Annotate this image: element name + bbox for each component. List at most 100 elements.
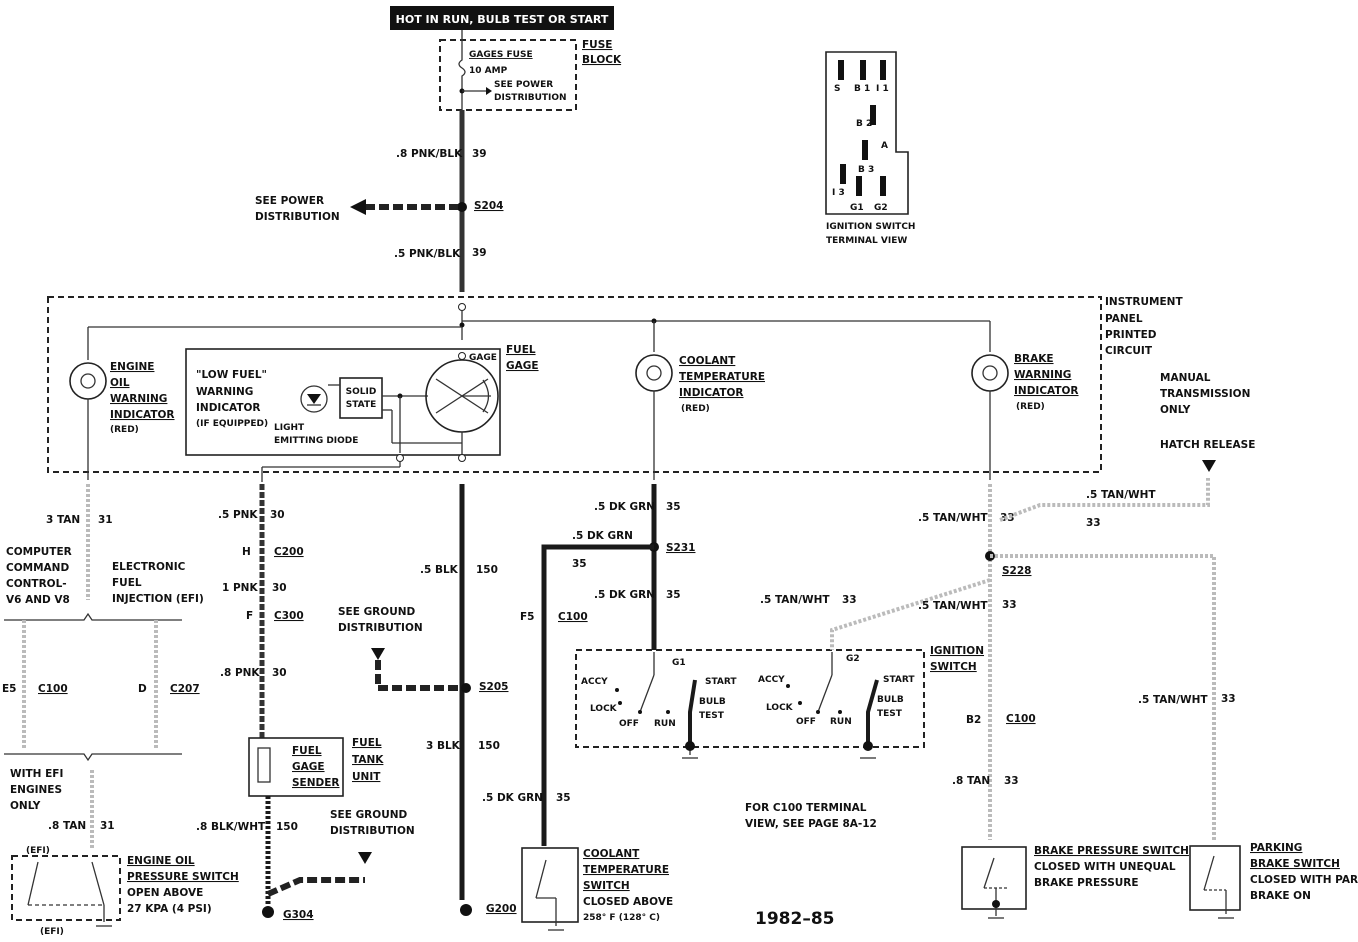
c100-note-l1: FOR C100 TERMINAL — [745, 802, 867, 814]
power-dist-2: DISTRIBUTION — [255, 211, 340, 223]
efi-t1: (EFI) — [26, 846, 50, 856]
term-g1: G1 — [850, 203, 864, 213]
brake-pressure-switch-box — [961, 846, 1027, 910]
gnd1-l1: SEE GROUND — [338, 606, 416, 618]
splice-s204 — [457, 202, 467, 212]
brake-ind-l1: BRAKE — [1014, 353, 1054, 365]
hatch-arrow-icon — [1202, 460, 1216, 472]
wire-33b-num: 33 — [1086, 517, 1101, 529]
power-dist-1: SEE POWER — [255, 195, 324, 207]
low-fuel-l1: "LOW FUEL" — [196, 369, 267, 381]
wire-33e-label: .5 TAN/WHT — [1138, 694, 1208, 706]
park-sw-l4: BRAKE ON — [1250, 890, 1311, 902]
term-view-l1: IGNITION SWITCH — [826, 222, 915, 232]
panel-l3: PRINTED — [1105, 329, 1157, 341]
wire-150a-num: 150 — [476, 564, 498, 576]
wire-30b-num: 30 — [272, 582, 287, 594]
wire-35b-label: .5 DK GRN — [572, 530, 633, 542]
ign-accy1: ACCY — [581, 677, 608, 687]
s228-label: S228 — [1002, 565, 1031, 577]
ign-off2: OFF — [796, 717, 816, 727]
cool-sw-l4: CLOSED ABOVE — [583, 896, 673, 908]
ground-g200 — [460, 904, 472, 916]
wire-35c-label: .5 DK GRN — [594, 589, 655, 601]
splice-s205 — [461, 683, 471, 693]
park-sw-l1: PARKING — [1250, 842, 1302, 854]
ign-bulb2: BULB — [877, 695, 904, 705]
wire-33f-num: 33 — [1004, 775, 1019, 787]
term-i1: I 1 — [876, 84, 889, 94]
wire-35d-label: .5 DK GRN — [482, 792, 543, 804]
park-sw-l3: CLOSED WITH PARK — [1250, 874, 1358, 886]
wire-30a-label: .5 PNK — [218, 509, 258, 521]
s204-label: S204 — [474, 200, 503, 212]
c200-label: C200 — [274, 546, 304, 558]
wire-31b-num: 31 — [100, 820, 115, 832]
power-arrow-icon — [350, 199, 366, 215]
cool-ind-l1: COOLANT — [679, 355, 736, 367]
fuel-gage-l2: GAGE — [506, 360, 539, 372]
s231-label: S231 — [666, 542, 695, 554]
panel-l1: INSTRUMENT — [1105, 296, 1183, 308]
sender-l2: GAGE — [292, 761, 325, 773]
wire-35a-label: .5 DK GRN — [594, 501, 655, 513]
ign-g1: G1 — [672, 658, 686, 668]
term-b3: B 3 — [858, 165, 874, 175]
term-g2: G2 — [874, 203, 888, 213]
ign-lock1: LOCK — [590, 704, 618, 714]
wire-39b-label: .5 PNK/BLK — [394, 248, 461, 260]
cool-sw-l1: COOLANT — [583, 848, 640, 860]
wire-39a-num: 39 — [472, 148, 487, 160]
cool-sw-l5: 258° F (128° C) — [583, 913, 660, 923]
c100b-label: C100 — [1006, 713, 1036, 725]
panel-l2: PANEL — [1105, 313, 1143, 325]
instrument-panel-box — [47, 296, 1102, 473]
oil-sw-l2: PRESSURE SWITCH — [127, 871, 239, 883]
g200-label: G200 — [486, 903, 517, 915]
oil-ind-l4: INDICATOR — [110, 409, 175, 421]
oil-lamp-icon — [69, 362, 107, 400]
wire-33d-label: .5 TAN/WHT — [918, 600, 988, 612]
wire-150c-num: 150 — [276, 821, 298, 833]
brake-ind-l3: INDICATOR — [1014, 385, 1079, 397]
park-sw-l2: BRAKE SWITCH — [1250, 858, 1340, 870]
term-s: S — [834, 84, 840, 94]
efi-l3: INJECTION (EFI) — [112, 593, 204, 605]
low-fuel-l2: WARNING — [196, 386, 253, 398]
brake-sw-l2: CLOSED WITH UNEQUAL — [1034, 861, 1176, 873]
ccc-l4: V6 AND V8 — [6, 594, 70, 606]
wire-33d-num: 33 — [1002, 599, 1017, 611]
fuse-amp: 10 AMP — [469, 66, 508, 76]
wire-31b-label: .8 TAN — [48, 820, 86, 832]
ign-l1: IGNITION — [930, 645, 984, 657]
wire-31a-label: 3 TAN — [46, 514, 80, 526]
year-label: 1982–85 — [755, 909, 834, 929]
c207-pin: D — [138, 683, 147, 695]
efi-only-l2: ENGINES — [10, 784, 62, 796]
manual-l3: ONLY — [1160, 404, 1191, 416]
wire-33f-label: .8 TAN — [952, 775, 990, 787]
wire-30a-num: 30 — [270, 509, 285, 521]
coolant-switch-box — [521, 847, 579, 923]
wire-30c-label: .8 PNK — [220, 667, 260, 679]
ign-run2: RUN — [830, 717, 852, 727]
wire-33e-num: 33 — [1221, 693, 1236, 705]
s205-label: S205 — [479, 681, 508, 693]
term-a: A — [881, 141, 888, 151]
wire-31a-num: 31 — [98, 514, 113, 526]
c100f-label: C100 — [558, 611, 588, 623]
gnd2-l2: DISTRIBUTION — [330, 825, 415, 837]
wire-35e-num: 35 — [572, 558, 587, 570]
efi-only-l3: ONLY — [10, 800, 41, 812]
fuel-gage-l1: FUEL — [506, 344, 536, 356]
wire-30c-num: 30 — [272, 667, 287, 679]
ign-off1: OFF — [619, 719, 639, 729]
g304-label: G304 — [283, 909, 314, 921]
ground-g304 — [262, 906, 274, 918]
tank-l3: UNIT — [352, 771, 381, 783]
coolant-lamp-icon — [635, 354, 673, 392]
wire-39a-label: .8 PNK/BLK — [396, 148, 463, 160]
c100e-label: C100 — [38, 683, 68, 695]
wire-150b-num: 150 — [478, 740, 500, 752]
header-box — [390, 6, 614, 30]
